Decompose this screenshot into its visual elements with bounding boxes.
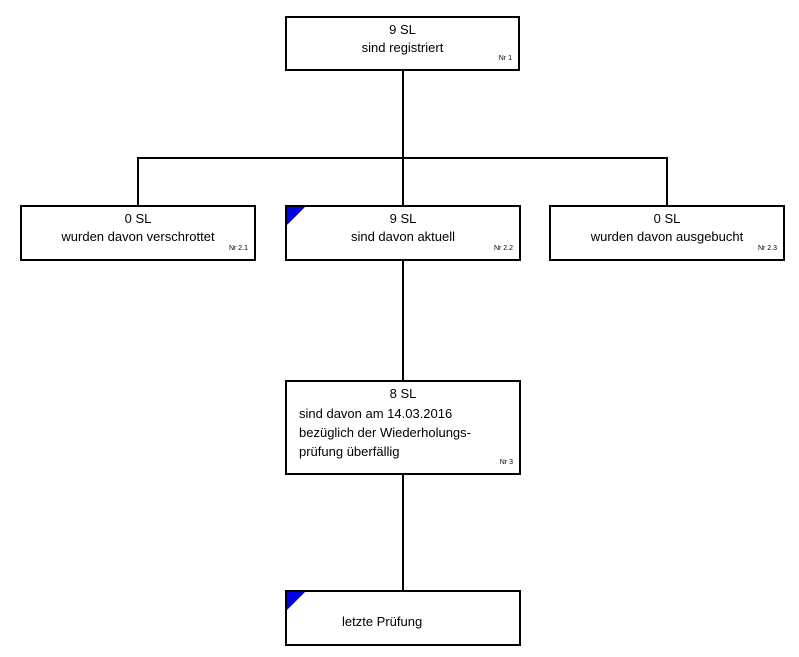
- node-description: sind davon aktuell: [350, 229, 456, 244]
- node-written-off[interactable]: 0 SL wurden davon ausgebucht Nr 2.3: [549, 205, 785, 261]
- node-number: Nr 2.2: [493, 245, 513, 252]
- node-count: 0 SL: [124, 211, 152, 226]
- node-last-inspection[interactable]: letzte Prüfung: [285, 590, 521, 646]
- node-scrapped[interactable]: 0 SL wurden davon verschrottet Nr 2.1: [20, 205, 256, 261]
- connector-root-down: [402, 70, 404, 159]
- node-description: sind registriert: [361, 40, 444, 55]
- node-description-line-2: bezüglich der Wiederholungs-: [299, 425, 471, 440]
- node-description: letzte Prüfung: [342, 614, 423, 629]
- node-number: Nr 2.3: [757, 245, 777, 252]
- corner-marker-icon: [287, 207, 305, 225]
- node-number: Nr 3: [499, 459, 513, 466]
- node-current[interactable]: 9 SL sind davon aktuell Nr 2.2: [285, 205, 521, 261]
- node-number: Nr 1: [498, 55, 512, 62]
- node-count: 9 SL: [389, 22, 416, 37]
- node-description: wurden davon verschrottet: [61, 229, 215, 244]
- node-count: 9 SL: [389, 211, 417, 226]
- node-number: Nr 2.1: [228, 245, 248, 252]
- node-overdue[interactable]: 8 SL sind davon am 14.03.2016 bezüglich …: [285, 380, 521, 475]
- node-count: 0 SL: [653, 211, 681, 226]
- node-description: wurden davon ausgebucht: [590, 229, 744, 244]
- connector-overdue-to-last: [402, 473, 404, 592]
- node-description: sind davon am 14.03.2016 bezüglich der W…: [299, 404, 471, 461]
- corner-marker-icon: [287, 592, 305, 610]
- connector-aktuell-to-overdue: [402, 259, 404, 383]
- connector-right-down: [666, 157, 668, 207]
- node-description-line-3: prüfung überfällig: [299, 444, 400, 459]
- connector-center-down: [402, 157, 404, 207]
- node-count: 8 SL: [389, 386, 417, 401]
- node-registered[interactable]: 9 SL sind registriert Nr 1: [285, 16, 520, 71]
- node-description-line-1: sind davon am 14.03.2016: [299, 406, 453, 421]
- connector-left-down: [137, 157, 139, 207]
